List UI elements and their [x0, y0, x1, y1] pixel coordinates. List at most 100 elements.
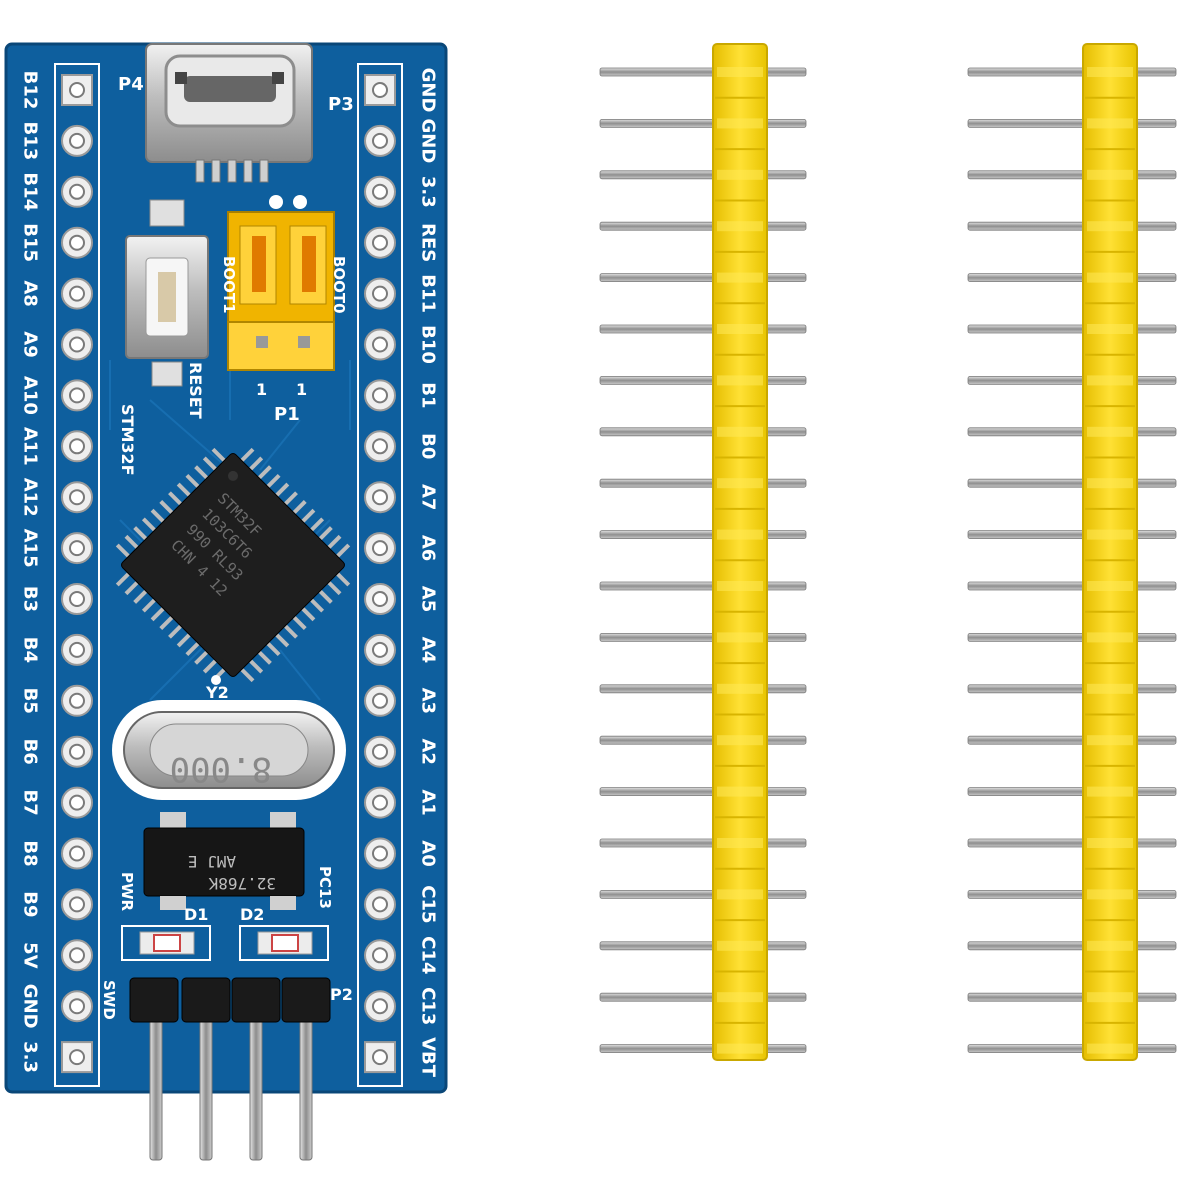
- header-pin: [967, 170, 1177, 180]
- header-pin: [599, 941, 807, 951]
- pin-hole: [364, 226, 396, 259]
- header-pin: [599, 478, 807, 488]
- pin-hole: [364, 175, 396, 208]
- header-pin: [599, 221, 807, 231]
- pin-hole: [61, 124, 93, 157]
- right-pin-label: A0: [418, 840, 439, 866]
- led-pwr: [121, 925, 211, 961]
- header-pin: [967, 427, 1177, 437]
- mcu-chip: STM32F 103C6T6 990 RL93 CHN 4 12: [115, 447, 351, 683]
- right-pin-holes: [364, 74, 396, 1074]
- pin-hole: [364, 786, 396, 819]
- crystal-rtc-line-2: AMJ E: [188, 852, 236, 871]
- pin-hole: [61, 532, 93, 565]
- header-pin: [599, 530, 807, 539]
- left-pin-labels: B12B13B14B15A8A9A10A11A12A15B3B4B5B6B7B8…: [20, 71, 41, 1073]
- header-pin: [967, 375, 1177, 385]
- header-pin: [967, 838, 1177, 848]
- left-pin-label: A9: [20, 331, 41, 357]
- header-pin: [599, 684, 807, 694]
- crystal-32khz: [143, 812, 305, 910]
- label-p1: P1: [274, 404, 300, 425]
- right-pin-label: A3: [418, 688, 439, 714]
- left-pin-label: B12: [20, 71, 41, 110]
- header-pin: [967, 119, 1177, 128]
- header-pin: [967, 890, 1177, 899]
- pin-hole: [364, 990, 396, 1023]
- right-pin-label: C14: [418, 936, 439, 974]
- left-header-frame: [54, 63, 100, 1087]
- header-pin: [967, 992, 1177, 1002]
- pin-hole: [364, 888, 396, 921]
- header-pin: [599, 735, 807, 745]
- label-pc13: PC13: [316, 866, 334, 909]
- right-pin-label: 3.3: [418, 176, 439, 208]
- pcb-traces: [109, 330, 351, 701]
- male-pin-header-strip-2: [967, 43, 1177, 1061]
- right-pin-label: C13: [418, 987, 439, 1025]
- fiducial-dot: [211, 675, 221, 685]
- label-p2: P2: [330, 985, 353, 1004]
- label-p4: P4: [118, 74, 144, 95]
- pin-hole: [364, 277, 396, 310]
- boot-jumpers: [227, 195, 335, 371]
- left-pin-label: B6: [20, 739, 41, 765]
- pin-hole: [364, 633, 396, 666]
- header-pin: [599, 787, 807, 796]
- pin-hole: [364, 735, 396, 768]
- right-pin-label: GND: [418, 68, 439, 113]
- micro-usb-connector: [145, 43, 313, 183]
- left-pin-label: B14: [20, 172, 41, 211]
- left-pin-label: B8: [20, 840, 41, 866]
- pin-hole: [364, 684, 396, 717]
- pin-hole: [364, 74, 396, 106]
- left-pin-label: GND: [20, 984, 41, 1029]
- left-pin-label: A10: [20, 376, 41, 415]
- pin-hole: [61, 939, 93, 972]
- header-pin: [967, 324, 1177, 334]
- crystal-label: 8.000: [170, 749, 272, 789]
- label-pwr: PWR: [118, 872, 136, 912]
- pin-hole: [364, 379, 396, 412]
- left-pin-label: A8: [20, 280, 41, 306]
- header-pin: [599, 992, 807, 1002]
- header-pin: [967, 1044, 1177, 1053]
- pin-hole: [61, 786, 93, 819]
- header-pin: [967, 221, 1177, 231]
- pin-hole: [61, 430, 93, 463]
- pin-hole: [61, 481, 93, 514]
- header-pin: [599, 273, 807, 283]
- header-pin: [599, 375, 807, 385]
- right-pin-label: GND: [418, 119, 439, 164]
- header-pin: [599, 581, 807, 591]
- pin-hole: [61, 888, 93, 921]
- pin-hole: [61, 1041, 93, 1074]
- pin-hole: [61, 684, 93, 717]
- header-plastic-body: [712, 43, 768, 1061]
- pin-hole: [364, 583, 396, 615]
- left-pin-label: B9: [20, 891, 41, 917]
- reset-button: [125, 199, 209, 387]
- swd-header: [129, 977, 331, 1161]
- pin-hole: [364, 1041, 396, 1074]
- pin-hole: [364, 481, 396, 514]
- right-pin-labels: GNDGND3.3RESB11B10B1B0A7A6A5A4A3A2A1A0C1…: [418, 68, 439, 1078]
- header-pin: [599, 324, 807, 334]
- header-pin: [967, 530, 1177, 539]
- pin-hole: [61, 277, 93, 310]
- pin-hole: [61, 379, 93, 412]
- header-pin: [967, 787, 1177, 796]
- header-pin: [599, 119, 807, 128]
- right-header-frame: [357, 63, 403, 1087]
- pin-hole: [61, 633, 93, 666]
- blue-pill-board: B12B13B14B15A8A9A10A11A12A15B3B4B5B6B7B8…: [4, 42, 448, 1161]
- label-boot0: BOOT0: [330, 256, 348, 314]
- label-stm32: STM32F: [118, 404, 137, 476]
- pin-hole: [61, 74, 93, 106]
- label-swd: SWD: [100, 980, 118, 1020]
- pin-hole: [61, 583, 93, 615]
- male-pin-header-strip-1: [599, 43, 807, 1061]
- left-pin-label: A11: [20, 427, 41, 466]
- header-pin: [599, 427, 807, 437]
